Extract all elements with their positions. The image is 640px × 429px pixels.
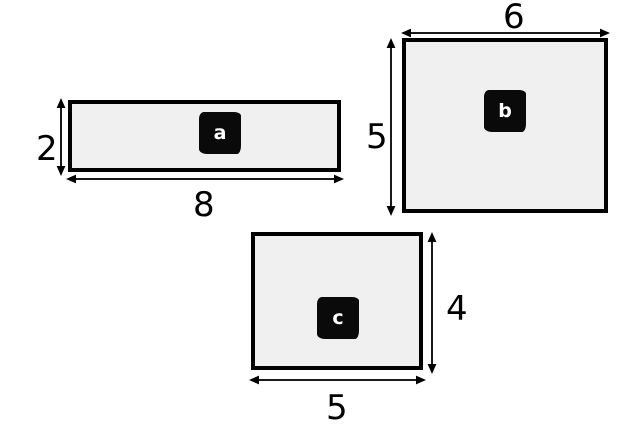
dimension-label-c-height: 4 (446, 289, 468, 329)
dimension-label-a-width: 8 (193, 185, 215, 225)
rectangle-c-label-text: c (332, 306, 344, 329)
rectangle-c-label-marker: c (317, 297, 359, 339)
dimension-arrow-a-height (54, 98, 68, 176)
rectangle-a-label-marker: a (199, 112, 241, 154)
dimension-arrow-c-width (249, 373, 426, 387)
rectangle-b-label-marker: b (484, 90, 526, 132)
dimension-label-c-width: 5 (326, 388, 348, 428)
rectangle-a-label-text: a (213, 121, 227, 144)
dimension-arrow-c-height (425, 232, 439, 374)
dimension-label-b-height: 5 (366, 117, 388, 157)
dimension-arrow-b-height (384, 38, 398, 216)
dimension-arrow-a-width (66, 172, 344, 186)
dimension-arrow-b-width (401, 26, 610, 40)
rectangle-b-label-text: b (498, 99, 512, 122)
dimension-label-a-height: 2 (36, 129, 58, 169)
dimension-label-b-width: 6 (503, 0, 525, 37)
